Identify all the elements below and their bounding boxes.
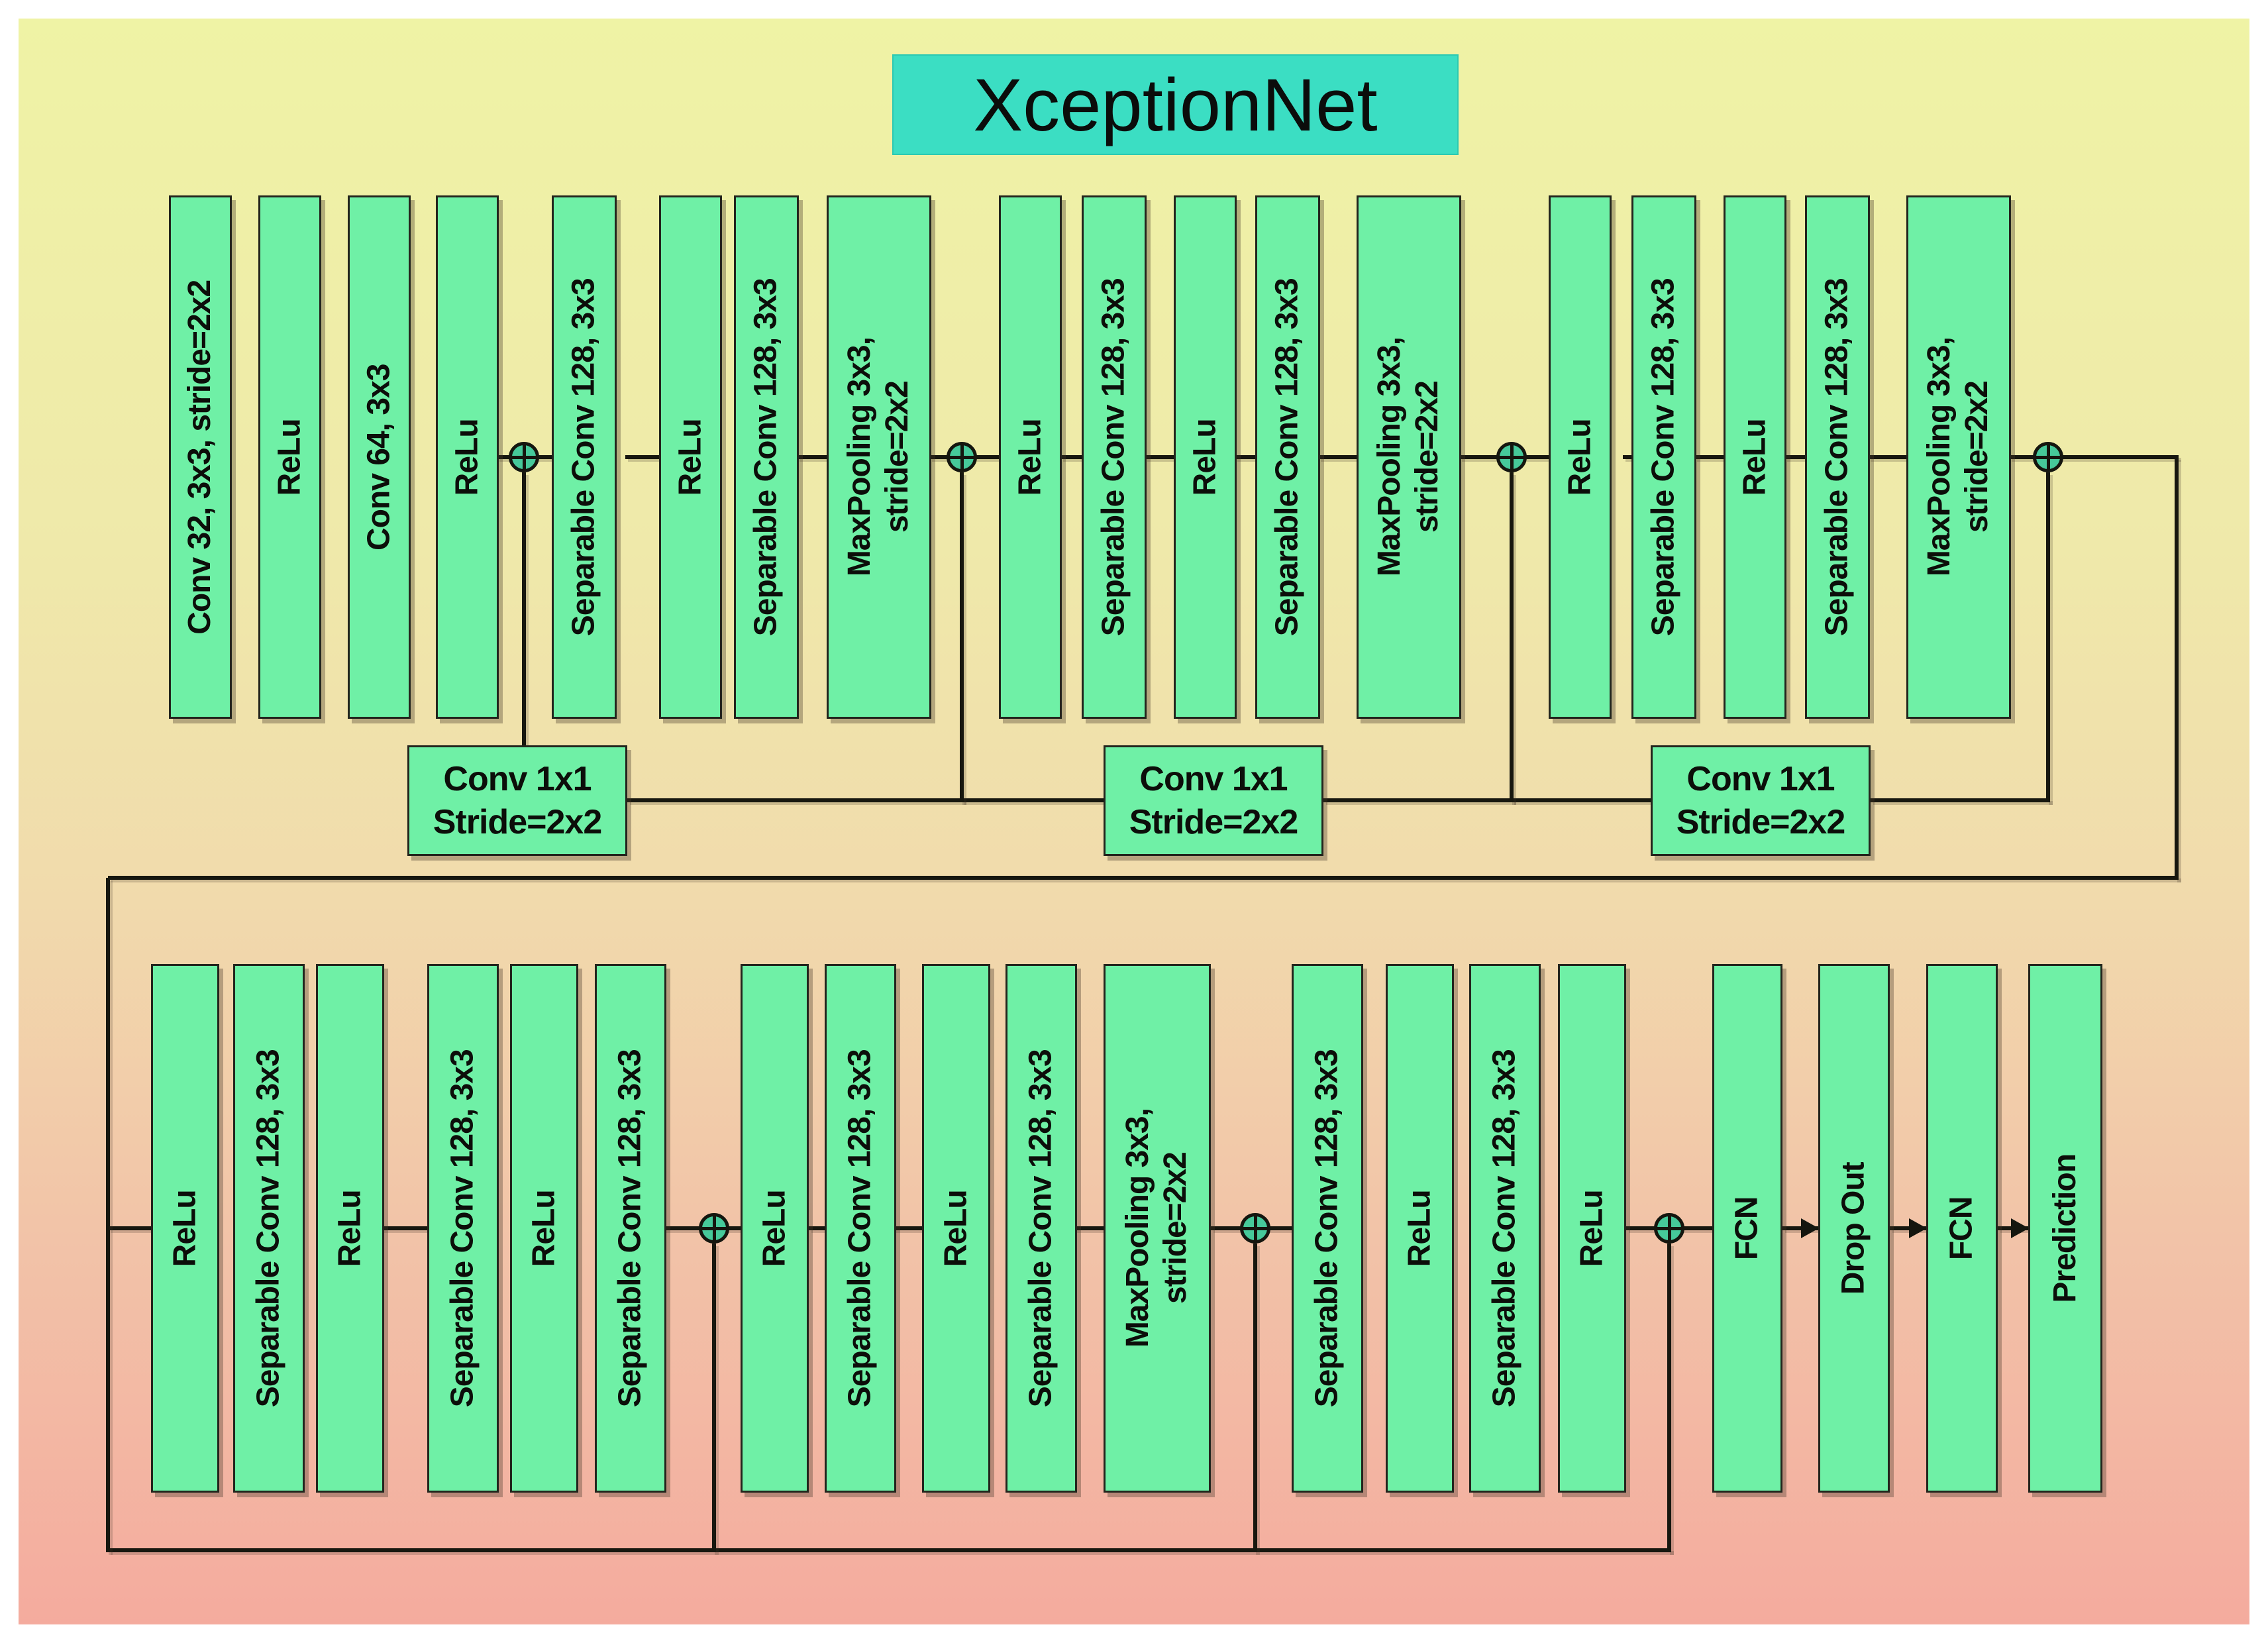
block-maxpooling: MaxPooling 3x3,stride=2x2 [1906, 195, 2011, 719]
connector-line [962, 798, 1106, 802]
block-relu: ReLu [316, 964, 384, 1493]
block-relu: ReLu [1549, 195, 1612, 719]
block-relu: ReLu [436, 195, 499, 719]
block-conv-64: Conv 64, 3x3 [348, 195, 411, 719]
connector-line [1784, 455, 1808, 459]
block-separable-conv-128: Separable Conv 128, 3x3 [825, 964, 896, 1493]
connector-line [960, 472, 964, 802]
diagram-title: XceptionNet [973, 63, 1378, 146]
block-relu: ReLu [1558, 964, 1626, 1493]
connector-line [1667, 1244, 1671, 1552]
connector-line [893, 1226, 925, 1230]
block-maxpooling: MaxPooling 3x3,stride=2x2 [827, 195, 931, 719]
block-separable-conv-128: Separable Conv 128, 3x3 [233, 964, 305, 1493]
connector-line [1253, 1244, 1257, 1552]
connector-line [712, 1244, 716, 1552]
block-conv-32-stride: Conv 32, 3x3, stride=2x2 [169, 195, 232, 719]
block-relu: ReLu [1724, 195, 1786, 719]
block-relu: ReLu [1386, 964, 1454, 1493]
merge-node-icon [1654, 1213, 1684, 1244]
block-separable-conv-128: Separable Conv 128, 3x3 [1005, 964, 1077, 1493]
connector-line [2046, 472, 2050, 802]
connector-line [627, 798, 964, 802]
merge-node-icon [947, 442, 977, 472]
block-dropout: Drop Out [1818, 964, 1890, 1493]
merge-node-icon [509, 442, 539, 472]
block-maxpooling: MaxPooling 3x3,stride=2x2 [1357, 195, 1461, 719]
connector-line [108, 1226, 154, 1230]
connector-line [1890, 1226, 1928, 1230]
connector-line [1510, 472, 1514, 802]
title-box: XceptionNet [892, 54, 1459, 155]
block-separable-conv-128: Separable Conv 128, 3x3 [1255, 195, 1320, 719]
connector-line [522, 472, 526, 747]
merge-node-icon [1496, 442, 1527, 472]
arrow-right-icon [1909, 1218, 1927, 1238]
connector-line [797, 455, 830, 459]
connector-line [108, 1548, 1671, 1552]
connector-line [1323, 798, 1514, 802]
block-maxpooling: MaxPooling 3x3,stride=2x2 [1104, 964, 1211, 1493]
block-fcn: FCN [1712, 964, 1782, 1493]
connector-line [106, 878, 110, 1552]
block-separable-conv-128: Separable Conv 128, 3x3 [734, 195, 799, 719]
connector-line [381, 1226, 433, 1230]
merge-node-icon [2033, 442, 2063, 472]
connector-line [1145, 455, 1177, 459]
block-separable-conv-128: Separable Conv 128, 3x3 [1805, 195, 1870, 719]
block-separable-conv-128: Separable Conv 128, 3x3 [552, 195, 617, 719]
connector-line [1074, 1226, 1107, 1230]
arrow-right-icon [2011, 1218, 2029, 1238]
arrow-right-icon [1801, 1218, 1819, 1238]
block-separable-conv-128: Separable Conv 128, 3x3 [1082, 195, 1147, 719]
connector-line [1871, 798, 2050, 802]
block-relu: ReLu [999, 195, 1062, 719]
merge-node-icon [699, 1213, 729, 1244]
block-relu: ReLu [741, 964, 809, 1493]
block-separable-conv-128: Separable Conv 128, 3x3 [1631, 195, 1696, 719]
block-separable-conv-128: Separable Conv 128, 3x3 [595, 964, 666, 1493]
block-relu: ReLu [1174, 195, 1237, 719]
connector-line [2009, 455, 2179, 459]
connector-line [809, 1226, 827, 1230]
block-separable-conv-128: Separable Conv 128, 3x3 [1292, 964, 1363, 1493]
block-separable-conv-128: Separable Conv 128, 3x3 [1469, 964, 1541, 1493]
block-fcn: FCN [1926, 964, 1998, 1493]
connector-line [1512, 798, 1653, 802]
block-relu: ReLu [922, 964, 990, 1493]
block-relu: ReLu [151, 964, 219, 1493]
block-separable-conv-128: Separable Conv 128, 3x3 [427, 964, 499, 1493]
connector-line [108, 876, 2179, 880]
connector-line [1868, 455, 1910, 459]
connector-line [1060, 455, 1085, 459]
block-relu: ReLu [258, 195, 321, 719]
connector-line [1235, 455, 1259, 459]
merge-node-icon [1240, 1213, 1270, 1244]
connector-line [1694, 455, 1727, 459]
block-relu: ReLu [510, 964, 578, 1493]
block-prediction: Prediction [2028, 964, 2102, 1493]
connector-line [1318, 455, 1360, 459]
connector-line [625, 455, 662, 459]
connector-line [1623, 455, 1635, 459]
block-relu: ReLu [659, 195, 722, 719]
connector-line [2175, 457, 2179, 880]
